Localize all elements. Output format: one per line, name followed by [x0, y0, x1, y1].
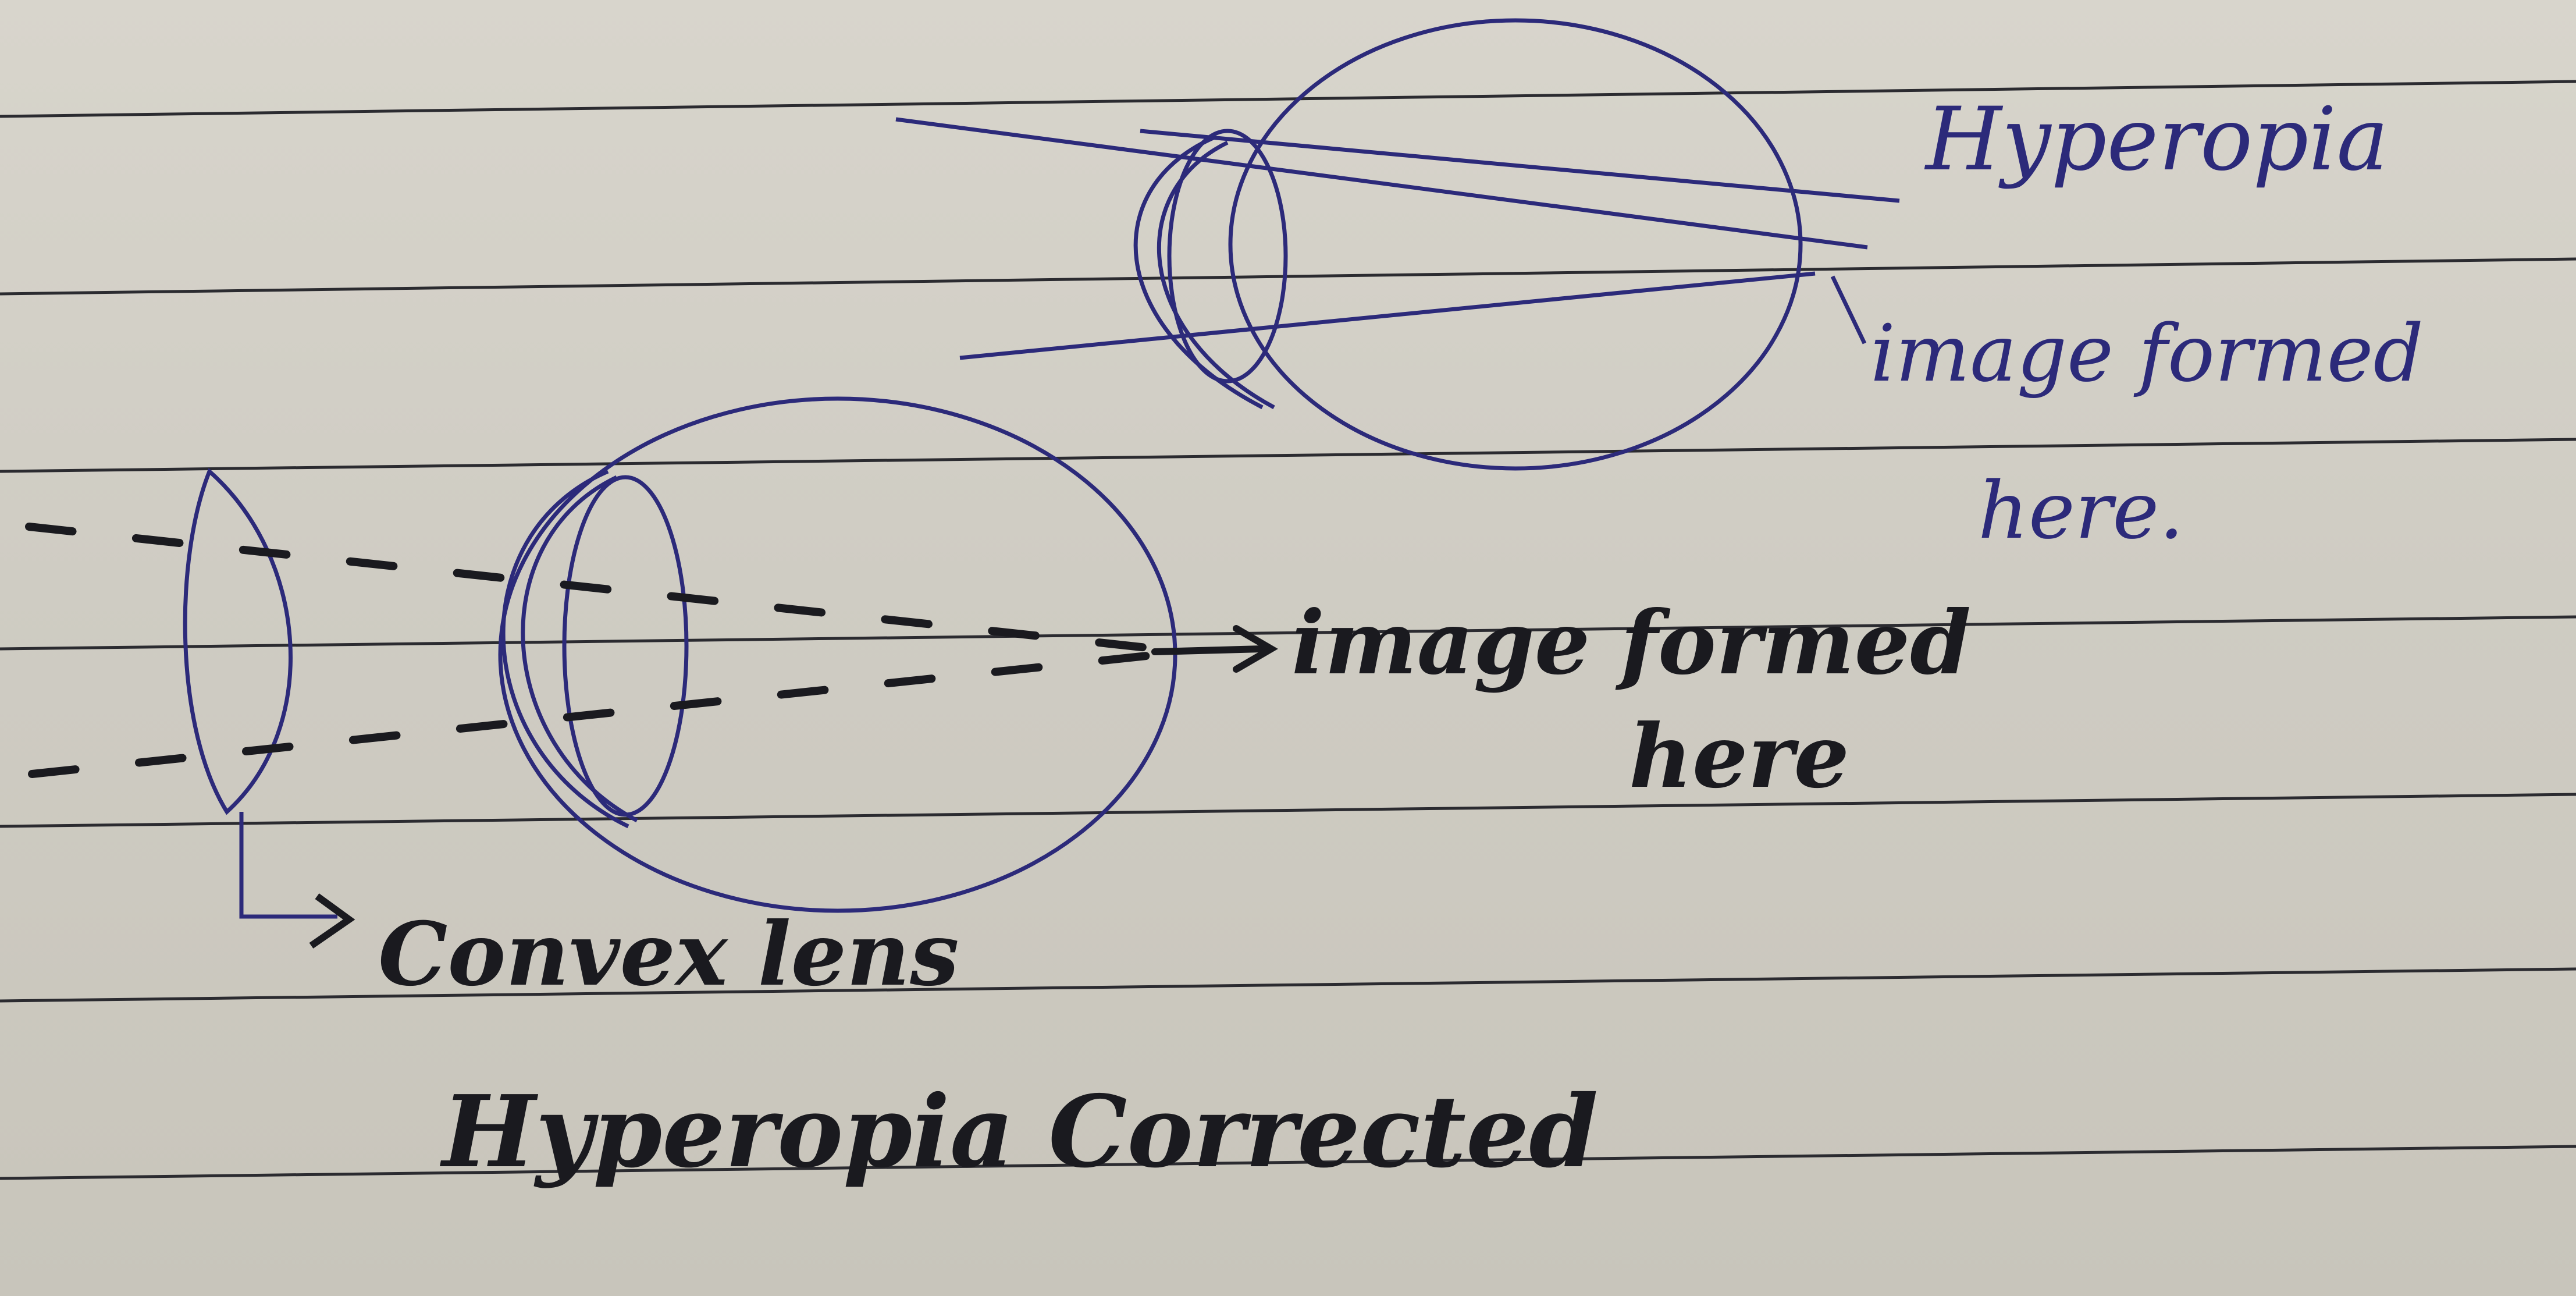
ruled-line: [0, 257, 2576, 296]
image-formed-label-top: image formed: [1870, 308, 2424, 399]
hyperopic-eye: [895, 18, 1900, 471]
cornea: [1157, 140, 1275, 410]
light-ray: [959, 271, 1816, 360]
image-formed-label-bottom: image formed: [1291, 592, 1972, 694]
light-ray: [28, 651, 1162, 778]
cornea: [501, 469, 629, 829]
cornea: [521, 475, 638, 823]
hyperopia-corrected-caption: Hyperopia Corrected: [442, 1074, 1599, 1190]
arrowhead: [1233, 625, 1278, 673]
light-ray: [25, 523, 1162, 653]
ruled-line: [0, 1145, 2576, 1180]
corrected-rays: [25, 523, 1278, 778]
ruled-lines: [0, 80, 2576, 1180]
arrowhead: [309, 893, 355, 949]
light-ray: [1140, 129, 1900, 203]
lens-pointer: [239, 812, 337, 919]
here-label-bottom: here: [1629, 705, 1849, 808]
ruled-line: [0, 967, 2576, 1003]
image-pointer: [1830, 275, 1867, 345]
hyperopia-label: Hyperopia: [1926, 89, 2389, 190]
here-label-top: here.: [1978, 465, 2184, 556]
eyeball: [1228, 18, 1803, 471]
convex-lens: [183, 468, 293, 815]
eye-lens: [562, 475, 689, 817]
ruled-line: [0, 793, 2576, 828]
light-ray: [895, 117, 1868, 250]
image-arrow: [1151, 645, 1266, 655]
eye-lens: [1167, 129, 1288, 384]
ruled-line: [0, 615, 2576, 651]
ruled-line: [0, 438, 2576, 473]
convex-lens-label: Convex lens: [378, 903, 959, 1006]
ruled-line: [0, 80, 2576, 118]
